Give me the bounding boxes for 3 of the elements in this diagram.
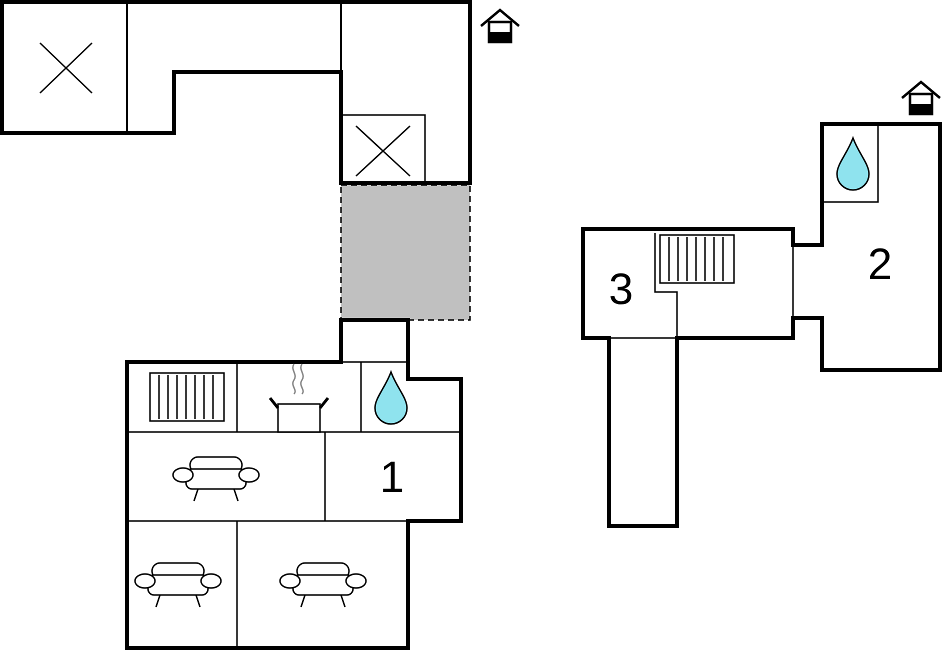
room-number: 3 xyxy=(608,268,634,312)
room-number: 2 xyxy=(868,243,892,287)
room-number: 1 xyxy=(380,456,404,500)
